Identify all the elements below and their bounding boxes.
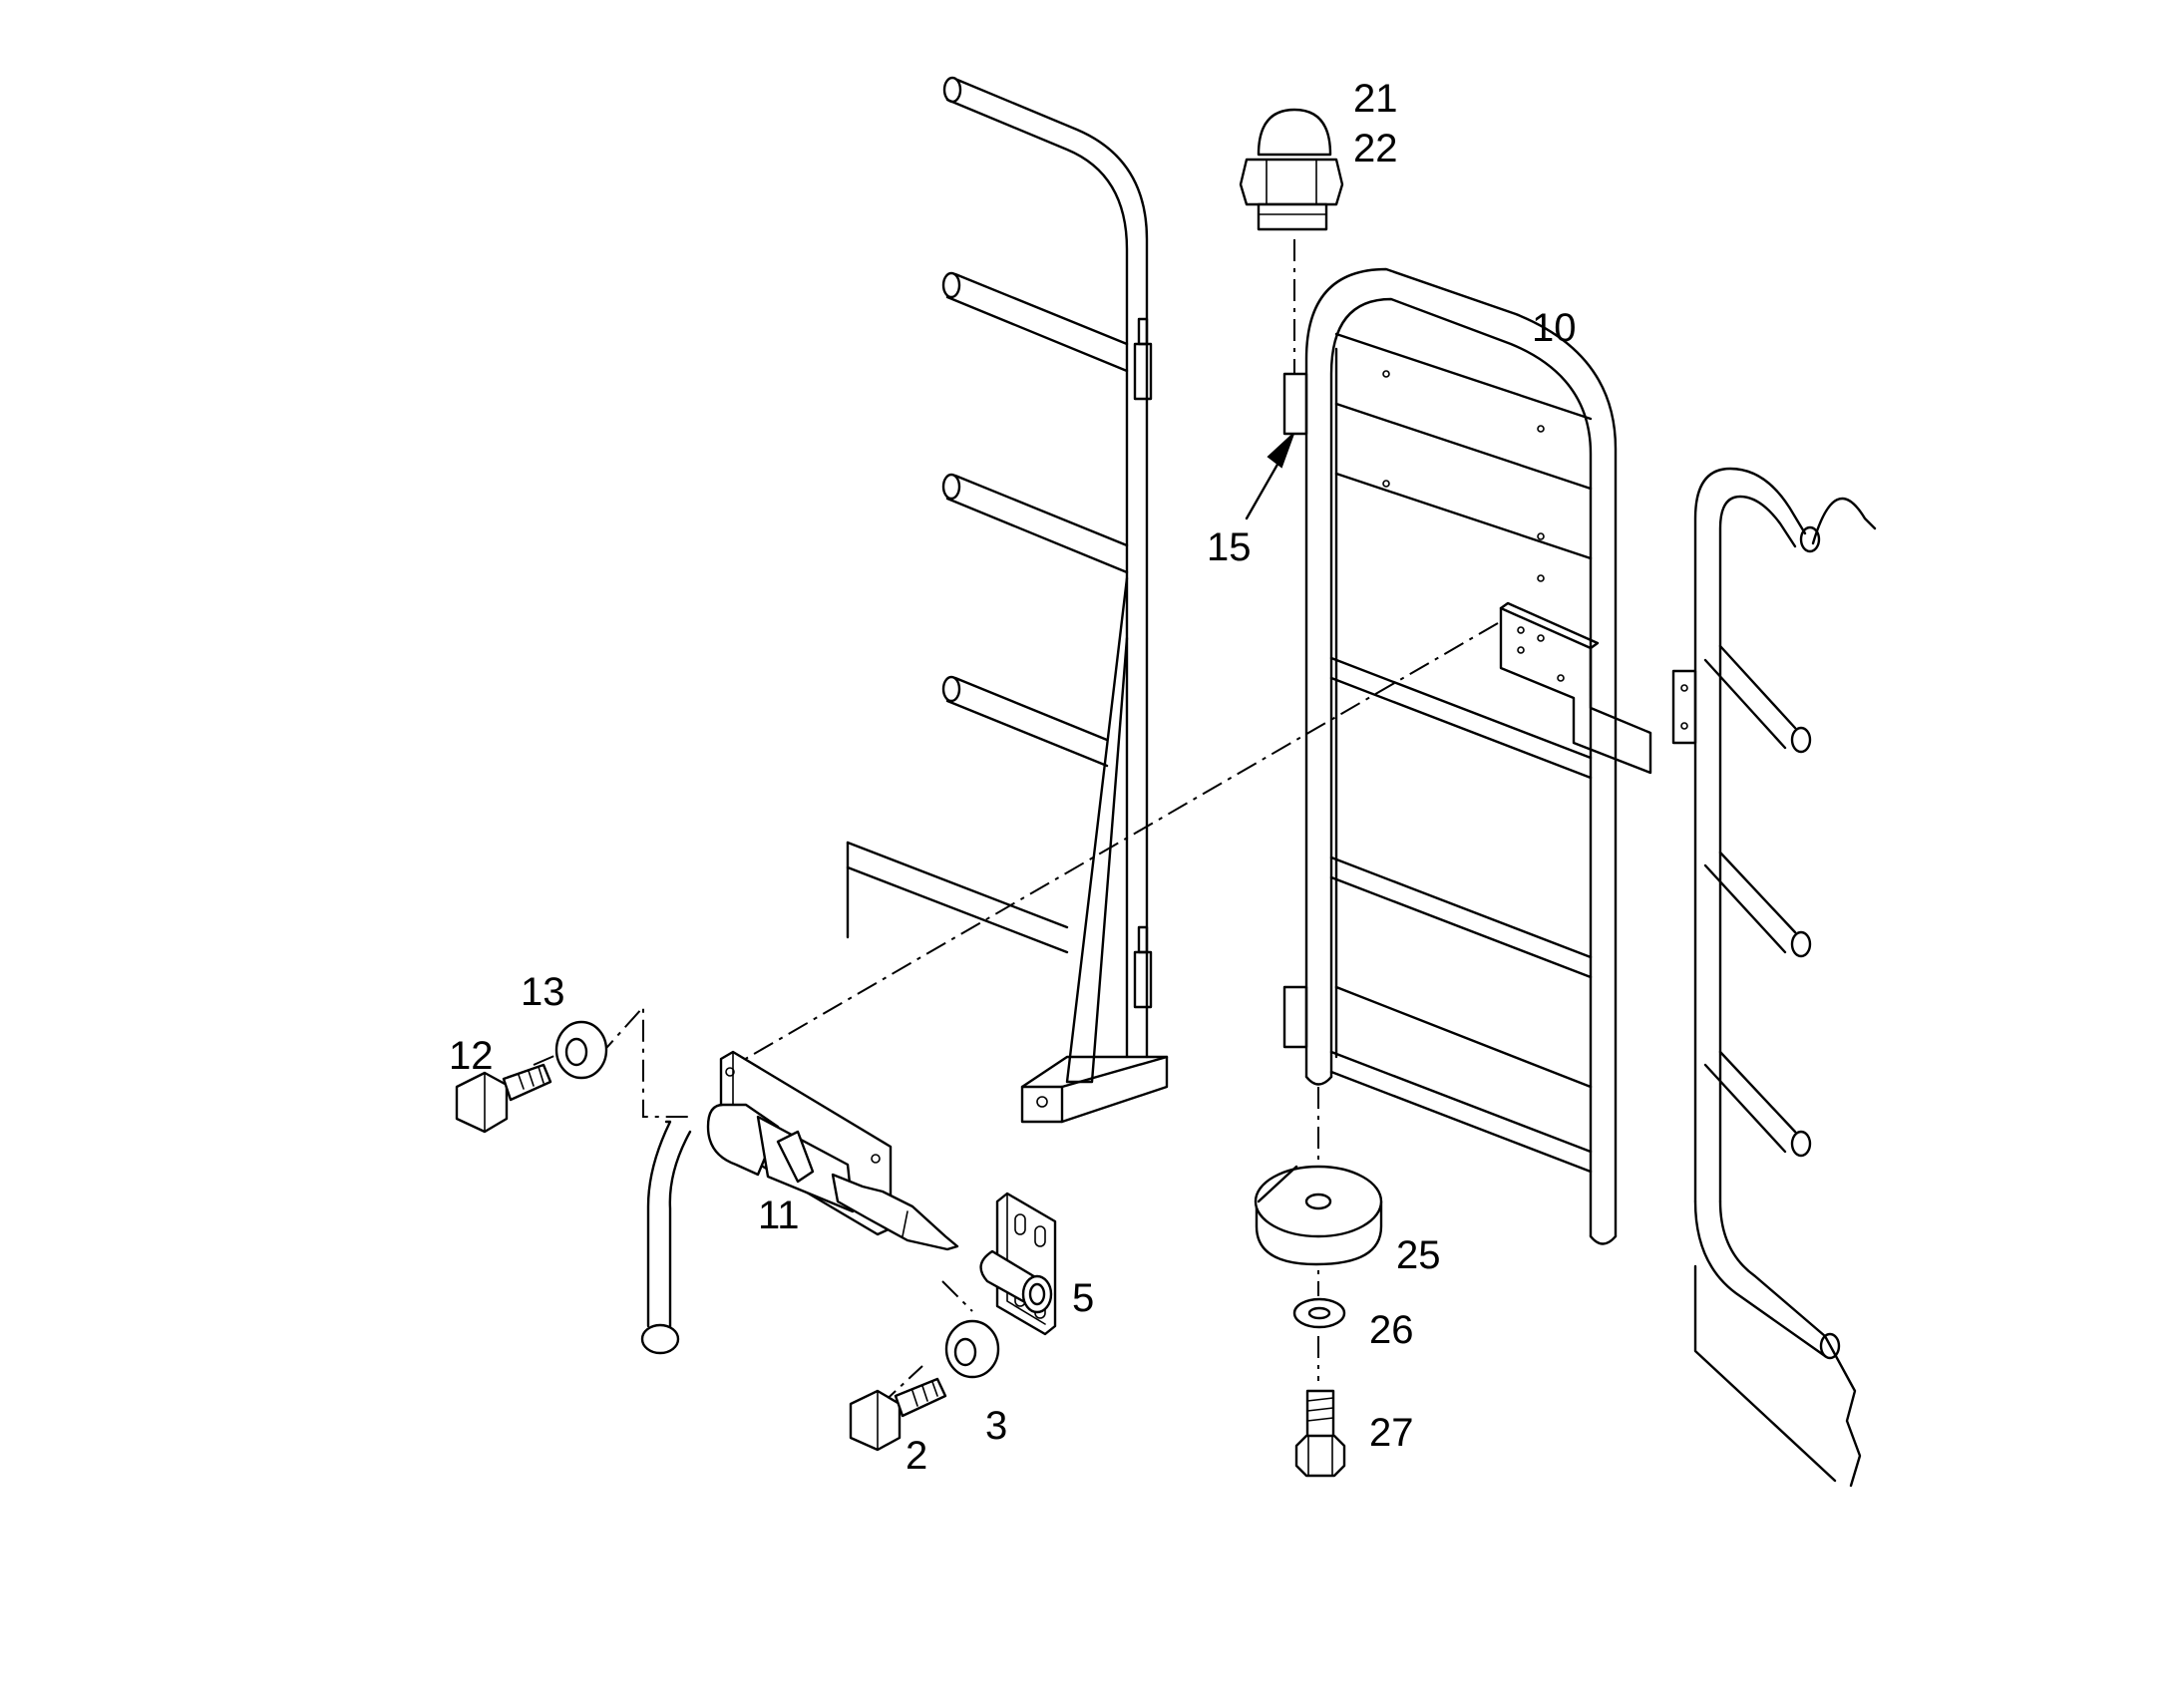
gate-frame (1282, 267, 1652, 1245)
callout-11: 11 (758, 1194, 800, 1237)
latch-11 (640, 1050, 959, 1355)
right-ladder-frame (1671, 467, 1877, 1488)
callout-5: 5 (1072, 1276, 1094, 1320)
cap-assembly (1239, 108, 1344, 231)
callout-10: 10 (1532, 306, 1577, 350)
callout-13: 13 (521, 970, 565, 1014)
bolt-12 (455, 1063, 552, 1134)
callout-12: 12 (449, 1034, 494, 1078)
callout-21: 21 (1353, 77, 1398, 121)
callout-labels: 21 22 10 15 13 12 11 5 3 2 25 26 27 (449, 77, 1577, 1478)
left-ladder-frame (846, 76, 1169, 1124)
callout-2: 2 (906, 1434, 927, 1478)
pad-25 (1254, 1165, 1383, 1266)
bolt-27 (1294, 1389, 1346, 1478)
bolt-2 (849, 1377, 947, 1452)
washer-3 (944, 1319, 1000, 1379)
callout-27: 27 (1369, 1411, 1414, 1455)
callout-26: 26 (1369, 1308, 1414, 1352)
callout-15: 15 (1207, 525, 1252, 569)
washer-13 (554, 1020, 608, 1080)
callout-22: 22 (1353, 127, 1398, 171)
arrow-15 (1245, 433, 1294, 520)
washer-26 (1292, 1297, 1346, 1329)
bracket-5 (979, 1192, 1057, 1336)
callout-25: 25 (1396, 1233, 1441, 1277)
callout-3: 3 (985, 1404, 1007, 1448)
